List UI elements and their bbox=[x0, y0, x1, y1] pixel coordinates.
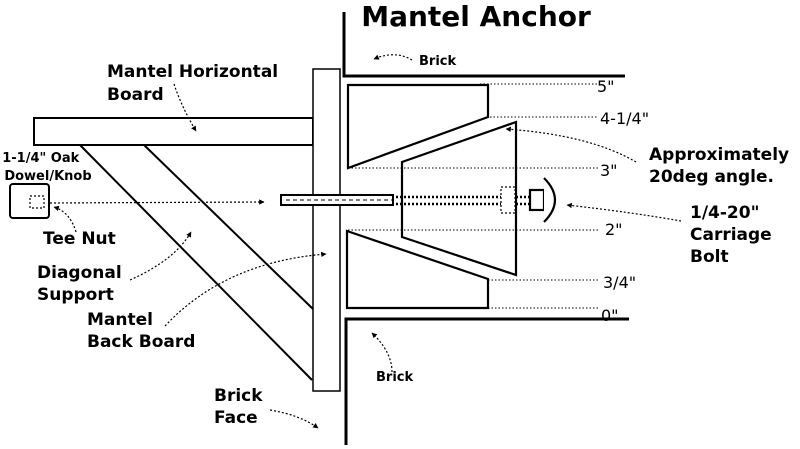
oak-dowel-knob bbox=[9, 183, 50, 219]
measurement-4-1-4: 4-1/4" bbox=[600, 109, 649, 128]
diagonal-support bbox=[79, 144, 314, 381]
brick-top-label: Brick bbox=[419, 54, 456, 69]
measurement-3-4: 3/4" bbox=[603, 273, 636, 292]
angle-label: Approximately 20deg angle. bbox=[649, 145, 795, 187]
measurement-3: 3" bbox=[600, 161, 618, 180]
mantel-back-board bbox=[312, 68, 341, 392]
tee-nut-label: Tee Nut bbox=[43, 229, 116, 249]
mantel-horizontal-board bbox=[33, 117, 314, 146]
brick-face-label: Brick Face bbox=[214, 386, 268, 428]
middle-wedge bbox=[400, 120, 518, 277]
measurement-2: 2" bbox=[605, 220, 623, 239]
brick-wall bbox=[342, 12, 629, 445]
carriage-bolt bbox=[280, 177, 557, 223]
measurement-5: 5" bbox=[597, 77, 615, 96]
measurement-0: 0" bbox=[601, 306, 619, 325]
mantel-back-board-label: Mantel Back Board bbox=[87, 310, 195, 352]
diagonal-support-label: Diagonal Support bbox=[37, 263, 128, 305]
upper-wedge bbox=[346, 83, 490, 170]
pointer-arrows bbox=[49, 54, 682, 429]
wedges bbox=[345, 83, 518, 310]
measurements: 5" 4-1/4" 3" 2" 3/4" 0" bbox=[597, 77, 649, 325]
measurement-leaders bbox=[348, 83, 600, 309]
diagram-title: Mantel Anchor bbox=[361, 0, 591, 33]
brick-bottom-label: Brick bbox=[376, 370, 413, 385]
carriage-bolt-label: 1/4-20" Carriage Bolt bbox=[690, 203, 778, 267]
mantel-horizontal-board-label: Mantel Horizontal Board bbox=[107, 62, 284, 105]
oak-dowel-label: 1-1/4" Oak Dowel/Knob bbox=[2, 151, 91, 184]
